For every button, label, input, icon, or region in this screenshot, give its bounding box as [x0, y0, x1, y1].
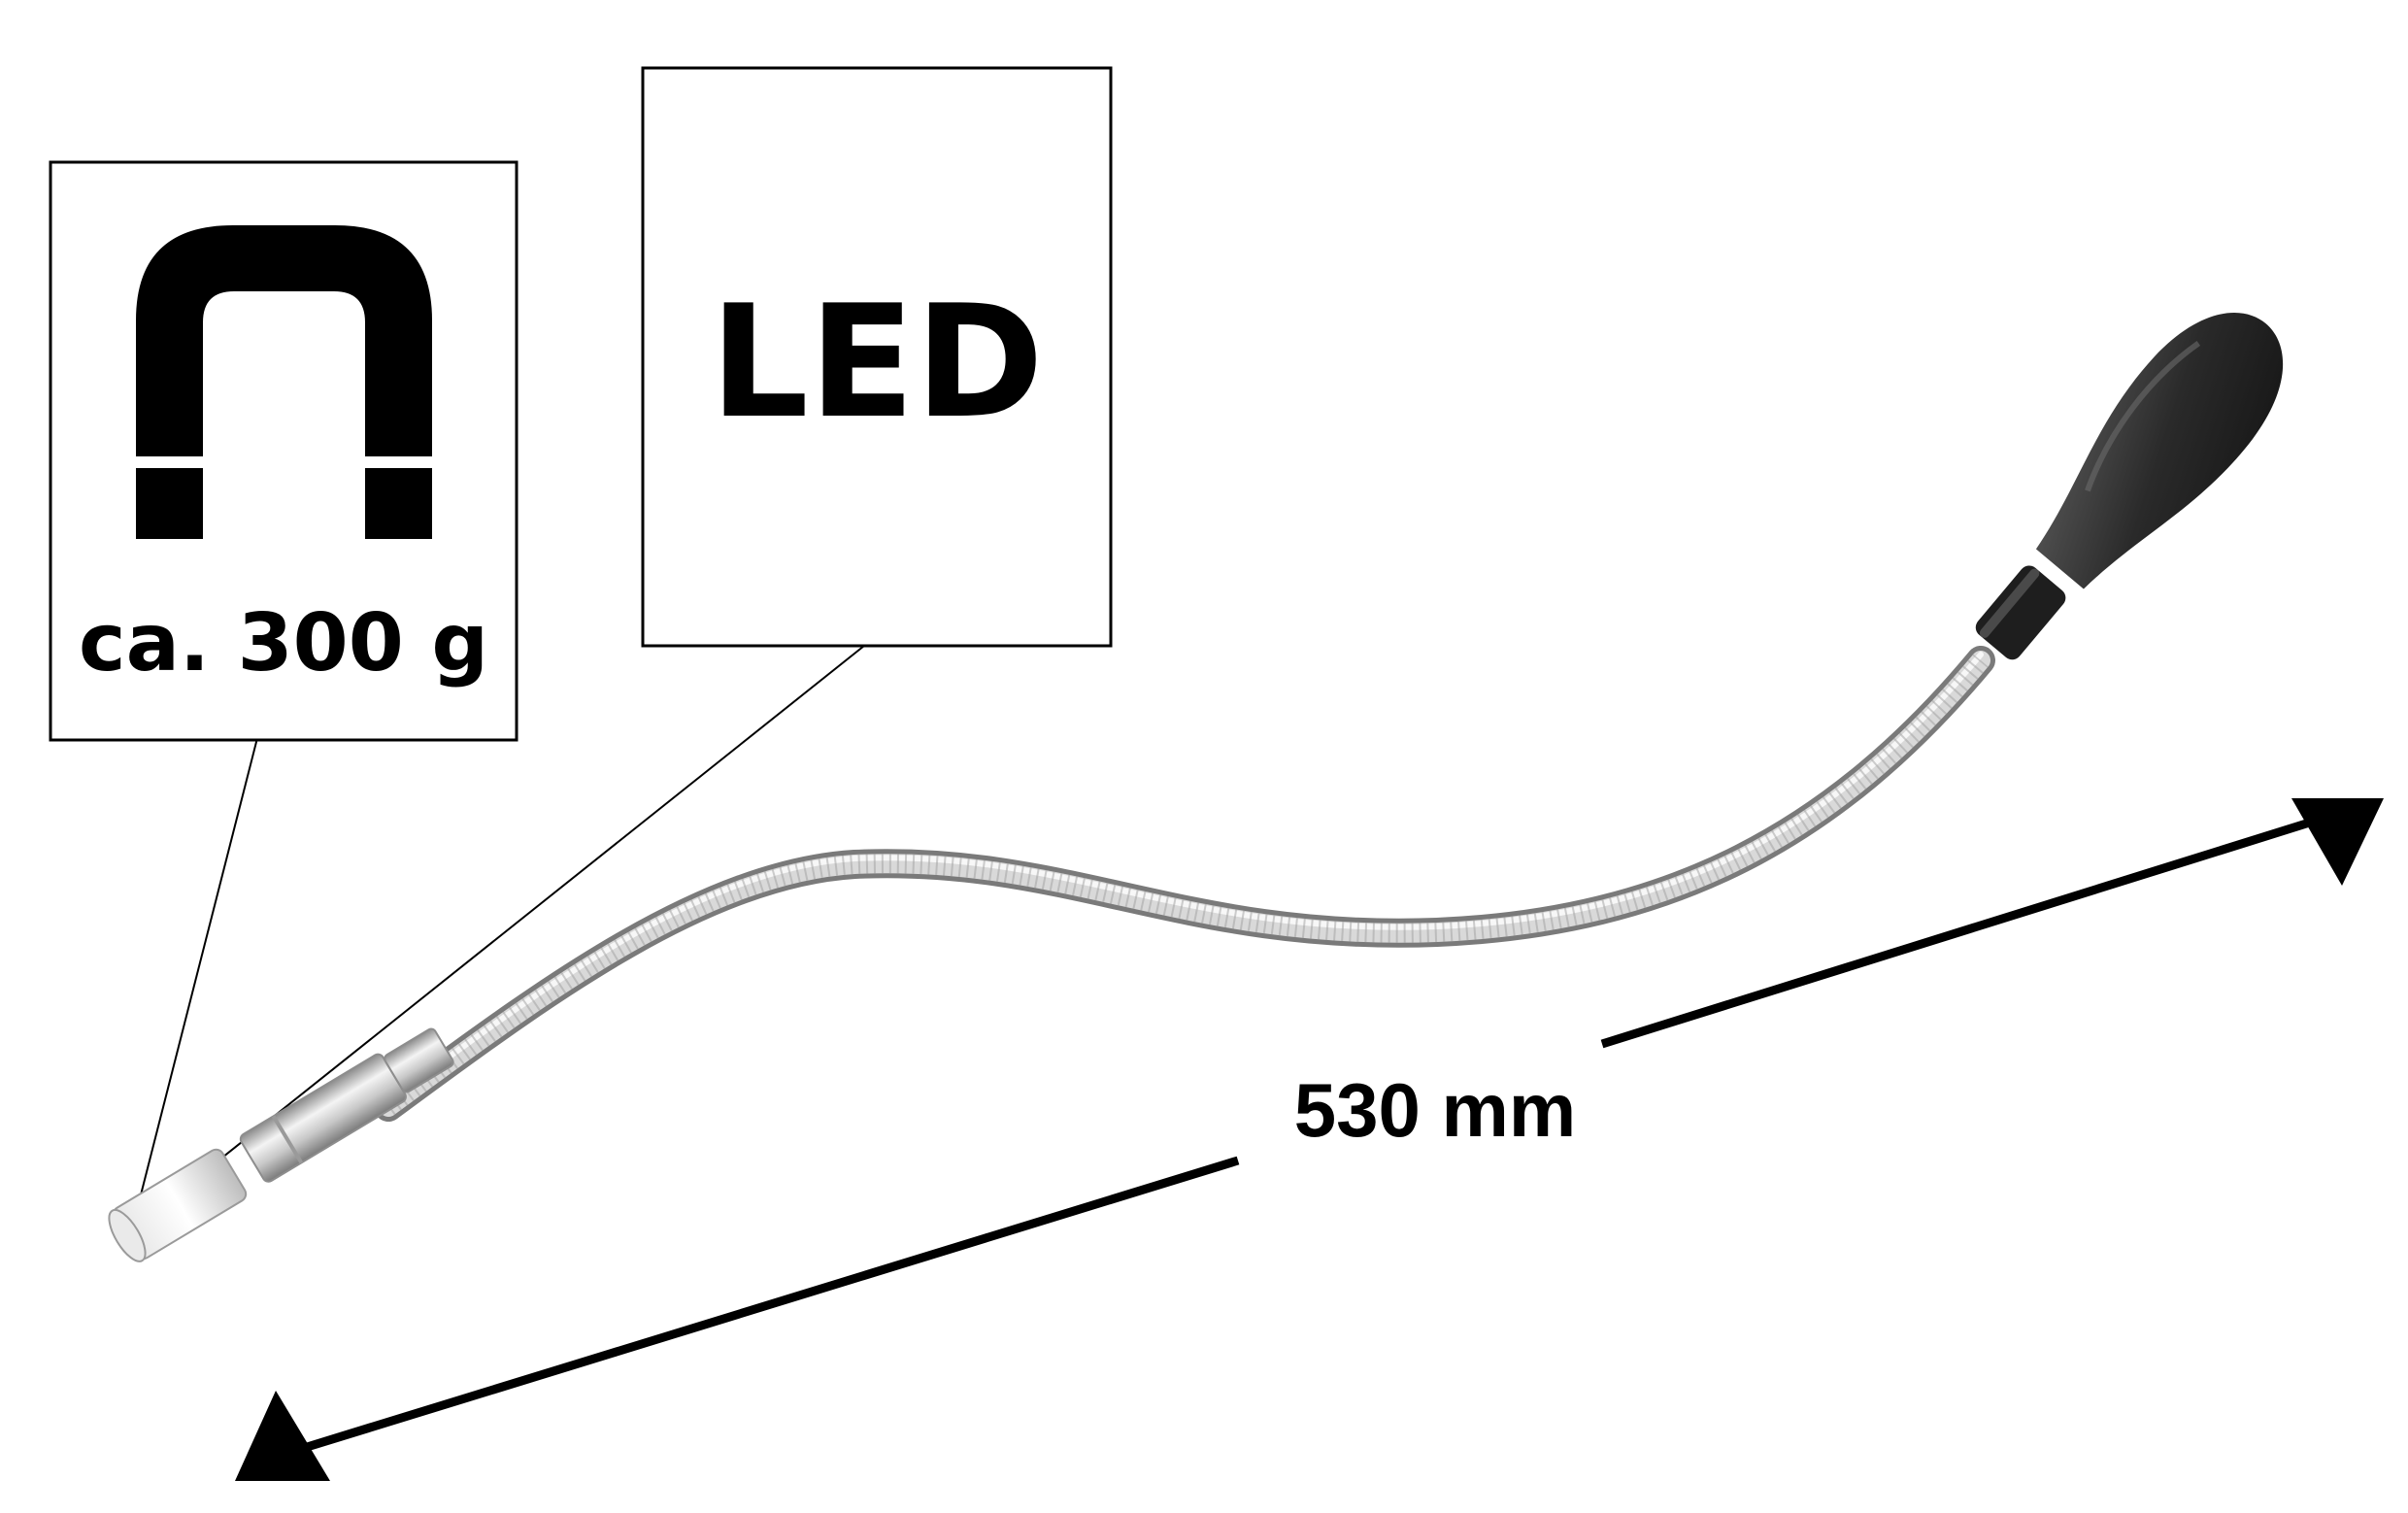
led-badge: LED	[641, 66, 1113, 648]
horseshoe-magnet-icon	[132, 225, 436, 539]
length-dimension: 530 mm	[235, 798, 2384, 1481]
magnet-weight-label: ca. 300 g	[79, 597, 488, 689]
led-leader-line	[193, 645, 865, 1181]
arrow-head-left-icon	[235, 1391, 330, 1481]
flexible-magnetic-led-pickup-tool	[108, 313, 2284, 1262]
handle-collar	[1975, 565, 2066, 660]
led-badge-frame	[641, 66, 1113, 648]
dimension-line-upper	[1600, 816, 2318, 1049]
magnet-badge: ca. 300 g	[49, 160, 518, 742]
magnet-leader-line	[135, 737, 258, 1215]
dimension-line-lower	[289, 1156, 1240, 1457]
dimension-label: 530 mm	[1294, 1067, 1577, 1153]
led-tip	[108, 1148, 248, 1262]
arrow-head-right-icon	[2291, 798, 2384, 886]
led-label: LED	[710, 271, 1044, 453]
tool-head	[239, 1027, 454, 1183]
flexible-shaft	[374, 646, 1995, 1122]
tool-handle	[2035, 313, 2284, 589]
